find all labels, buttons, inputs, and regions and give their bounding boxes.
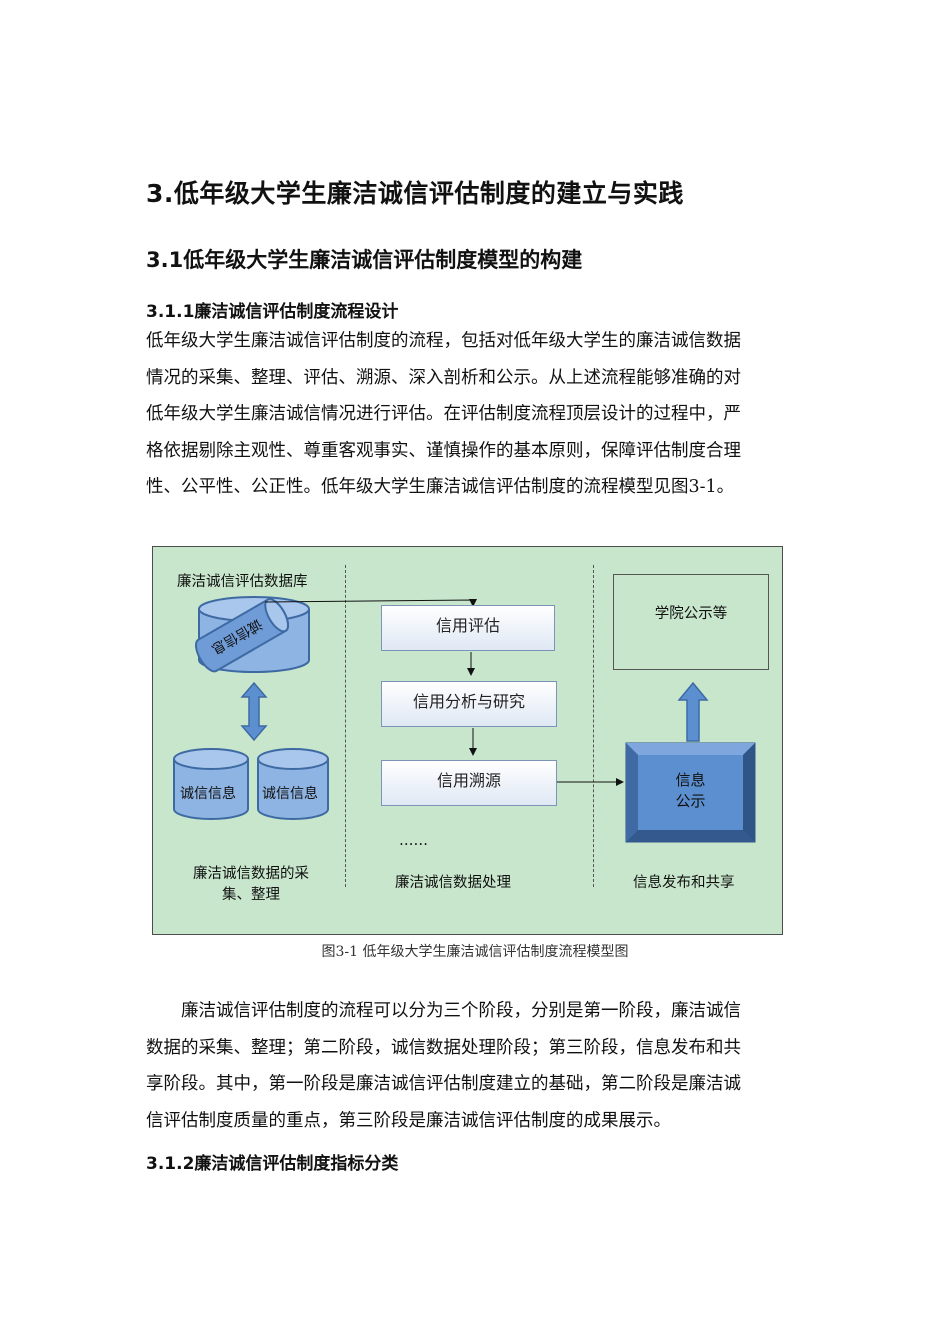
cylinder-right-label: 诚信信息: [262, 786, 318, 802]
paragraph-1: 低年级大学生廉洁诚信评估制度的流程，包括对低年级大学生的廉洁诚信数据 情况的采集…: [146, 323, 796, 506]
paragraph-1-line: 情况的采集、整理、评估、溯源、深入剖析和公示。从上述流程能够准确的对: [146, 367, 741, 388]
stage-divider-2: [593, 565, 594, 887]
double-arrow-icon: [240, 681, 268, 742]
stage2-label: 廉洁诚信数据处理: [395, 875, 511, 891]
paragraph-2-line: 信评估制度质量的重点，第三阶段是廉洁诚信评估制度的成果展示。: [146, 1110, 671, 1131]
bevel-label-line1: 信息: [675, 771, 706, 789]
cylinder-left-label: 诚信信息: [180, 786, 236, 802]
credit-evaluation-box: 信用评估: [381, 605, 555, 651]
section-title: 3.1低年级大学生廉洁诚信评估制度模型的构建: [146, 248, 583, 272]
stage3-label: 信息发布和共享: [633, 875, 735, 891]
database-label: 廉洁诚信评估数据库: [177, 574, 308, 590]
connector-db-to-eval: [264, 599, 477, 607]
chapter-title: 3.低年级大学生廉洁诚信评估制度的建立与实践: [146, 179, 684, 208]
paragraph-2: 廉洁诚信评估制度的流程可以分为三个阶段，分别是第一阶段，廉洁诚信 数据的采集、整…: [146, 993, 796, 1139]
paragraph-1-line: 性、公平性、公正性。低年级大学生廉洁诚信评估制度的流程模型见图3-1。: [146, 477, 735, 497]
stage1-label-line2: 集、整理: [222, 887, 280, 903]
publish-box-label: 学院公示等: [654, 606, 728, 622]
paragraph-2-line: 数据的采集、整理；第二阶段，诚信数据处理阶段；第三阶段，信息发布和共: [146, 1037, 741, 1058]
bevel-label-line2: 公示: [675, 792, 706, 810]
info-publish-bevel: [625, 742, 756, 843]
up-arrow-icon: [677, 681, 709, 742]
credit-analysis-box: 信用分析与研究: [381, 681, 557, 727]
paragraph-2-line: 廉洁诚信评估制度的流程可以分为三个阶段，分别是第一阶段，廉洁诚信: [146, 1001, 741, 1021]
cylinder-right-icon: [257, 748, 329, 820]
subsection-title-2: 3.1.2廉洁诚信评估制度指标分类: [146, 1154, 399, 1174]
stage1-label: 廉洁诚信数据的采 集、整理: [171, 862, 331, 904]
flow-diagram: 廉洁诚信评估数据库 诚信信息 诚信信息 诚信信息 廉洁诚信数据的采 集、整理 信…: [152, 546, 783, 935]
paragraph-2-line: 享阶段。其中，第一阶段是廉洁诚信评估制度建立的基础，第二阶段是廉洁诚: [146, 1074, 741, 1094]
publish-box: [613, 574, 769, 670]
paragraph-1-line: 格依据剔除主观性、尊重客观事实、谨慎操作的基本原则，保障评估制度合理: [146, 440, 741, 461]
diagram-graphics: [173, 596, 756, 843]
cylinder-left-icon: [173, 748, 249, 820]
figure-caption: 图3-1 低年级大学生廉洁诚信评估制度流程模型图: [321, 944, 629, 960]
bevel-label: 信息 公示: [638, 769, 743, 811]
stage1-label-line1: 廉洁诚信数据的采: [193, 866, 309, 882]
subsection-title-1: 3.1.1廉洁诚信评估制度流程设计: [146, 302, 399, 322]
credit-trace-box: 信用溯源: [381, 760, 557, 806]
ellipsis-text: ……: [399, 833, 428, 849]
paragraph-1-line: 低年级大学生廉洁诚信评估制度的流程，包括对低年级大学生的廉洁诚信数据: [146, 331, 741, 351]
stage-divider-1: [345, 565, 346, 887]
paragraph-1-line: 低年级大学生廉洁诚信情况进行评估。在评估制度流程顶层设计的过程中，严: [146, 404, 741, 424]
